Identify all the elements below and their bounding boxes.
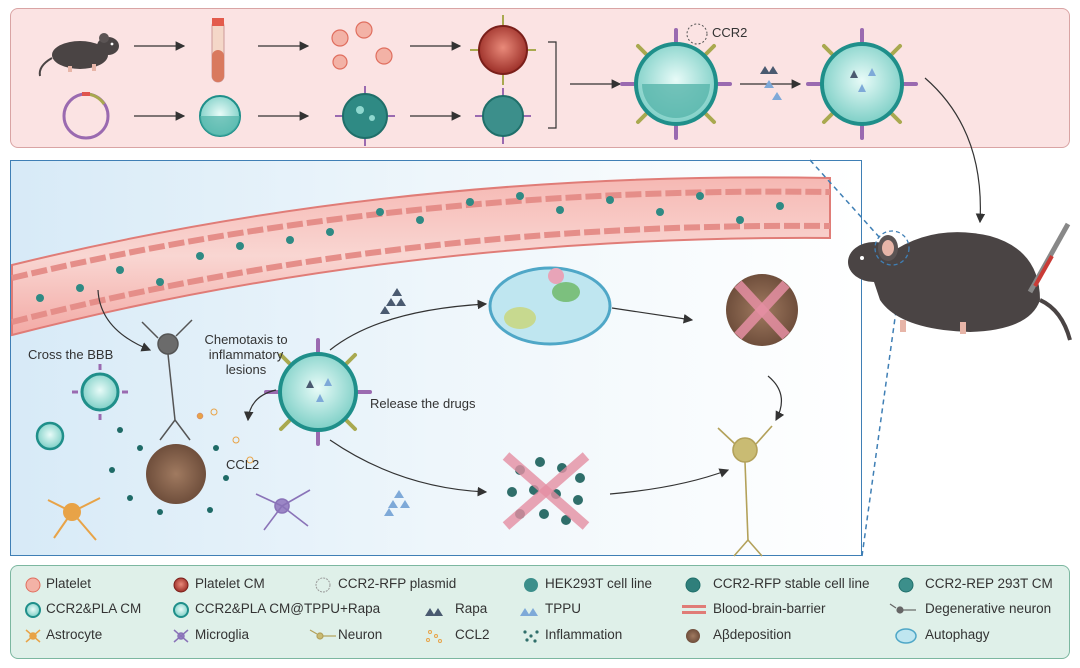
legend-item-astrocyte: Astrocyte [46, 627, 103, 642]
ccr2-label: CCR2 [712, 25, 748, 40]
vesicle-crossed [72, 364, 128, 420]
ccr2-highlight [686, 23, 708, 45]
astrocyte-main [47, 497, 101, 541]
legend-item-inflammation: Inflammation [545, 627, 623, 642]
vesicle-small [35, 421, 65, 451]
legend-item-plasmid: CCR2-RFP plasmid [338, 576, 457, 591]
zoom-connector [809, 159, 901, 557]
ccl2-dots [109, 408, 254, 515]
abeta-plaque-main [146, 444, 206, 504]
drug-release-arrows [243, 299, 785, 497]
cross-bbb-label: Cross the BBB [28, 347, 114, 362]
mouse-injection-icon [848, 222, 1072, 341]
stable-cell-line-icon [335, 86, 395, 146]
legend-item-neuron: Neuron [338, 627, 383, 642]
plasmid-icon [62, 92, 110, 140]
cross-bbb-arrow [97, 289, 152, 352]
legend-item-platelet-cm: Platelet CM [195, 576, 265, 591]
rapa-triangles [380, 288, 406, 314]
cm-293t-icon [475, 88, 531, 144]
legend-item-bbb: Blood-brain-barrier [713, 601, 826, 616]
legend-item-cm-293t: CCR2-REP 293T CM [925, 576, 1053, 591]
legend-item-platelet: Platelet [46, 576, 92, 591]
cleared-abeta-plaque [726, 274, 798, 346]
neuron-main [717, 425, 773, 557]
legend-item-hek293t: HEK293T cell line [545, 576, 653, 591]
ccl2-label: CCL2 [226, 457, 260, 472]
legend-item-abeta: Aβdeposition [713, 627, 792, 642]
microglia-main [255, 489, 311, 531]
legend-item-microglia: Microglia [195, 627, 250, 642]
ccr2-pla-cm-tppu-rapa-vesicle [264, 338, 372, 446]
tppu-triangles [384, 490, 410, 516]
legend-item-stable-cell: CCR2-RFP stable cell line [713, 576, 870, 591]
legend-item-autophagy: Autophagy [925, 627, 990, 642]
top-arrows [134, 41, 802, 121]
hek293t-icon [199, 95, 241, 137]
release-drugs-label: Release the drugs [370, 396, 476, 411]
drug-triangles-top [760, 66, 782, 100]
injection-arrow [924, 77, 986, 224]
legend-icons [25, 577, 917, 644]
platelets-icon [331, 21, 393, 70]
legend-item-ccl2: CCL2 [455, 627, 490, 642]
vessel-particles [36, 192, 784, 302]
legend-item-ccr2-pla-cm: CCR2&PLA CM [46, 601, 142, 616]
legend-item-rapa: Rapa [455, 601, 488, 616]
mouse-icon [38, 33, 119, 77]
autophagy-cell [488, 266, 612, 346]
ccr2-pla-cm-vesicle [620, 28, 732, 140]
platelet-cm-icon [470, 15, 536, 85]
blood-vessel [11, 176, 831, 337]
legend-item-degenerative-neuron: Degenerative neuron [925, 601, 1052, 616]
inhibited-inflammation [502, 452, 590, 530]
blood-tube-icon [211, 18, 225, 83]
legend-item-tppu: TPPU [545, 601, 582, 616]
legend-item-loaded-cm: CCR2&PLA CM@TPPU+Rapa [195, 601, 381, 616]
loaded-vesicle-top [806, 28, 918, 140]
degenerative-neuron-main [141, 319, 193, 441]
chemotaxis-label: Chemotaxis to inflammatory lesions [204, 332, 288, 377]
